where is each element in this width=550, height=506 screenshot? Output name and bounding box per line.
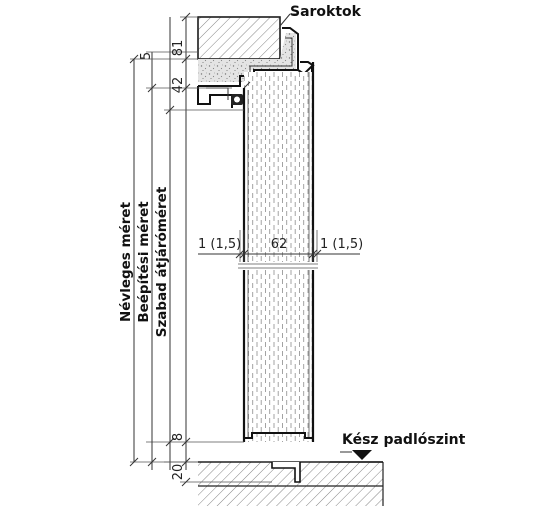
dim-floor-gap: 8	[171, 433, 186, 441]
label-finished-floor: Kész padlószint	[342, 432, 466, 448]
horizontal-dimension-line	[198, 230, 360, 262]
corner-frame-profile	[197, 27, 315, 108]
callout-corner-frame: Saroktok	[279, 4, 362, 27]
label-installation-size: Beépítési méret	[136, 201, 152, 323]
label-nominal-size: Névleges méret	[118, 201, 134, 322]
dim-left-gap: 1 (1,5)	[198, 237, 241, 252]
vertical-dimension-lines	[129, 12, 272, 487]
door-leaf-upper	[242, 62, 315, 262]
dim-rebate-depth: 42	[171, 77, 186, 94]
dim-leaf-thickness: 62	[271, 237, 288, 252]
dim-floor-offset: 20	[171, 464, 186, 481]
dim-top-gap: 5	[139, 52, 154, 60]
dim-right-gap: 1 (1,5)	[320, 237, 363, 252]
door-leaf-lower	[242, 270, 315, 442]
dim-frame-height: 81	[171, 40, 186, 57]
label-clear-passage: Szabad átjáróméret	[154, 186, 170, 337]
wall-block-top	[197, 16, 281, 60]
label-corner-frame: Saroktok	[290, 4, 362, 20]
callout-finished-floor: Kész padlószint	[340, 432, 466, 453]
floor-section	[198, 450, 384, 506]
break-lines	[238, 263, 318, 269]
